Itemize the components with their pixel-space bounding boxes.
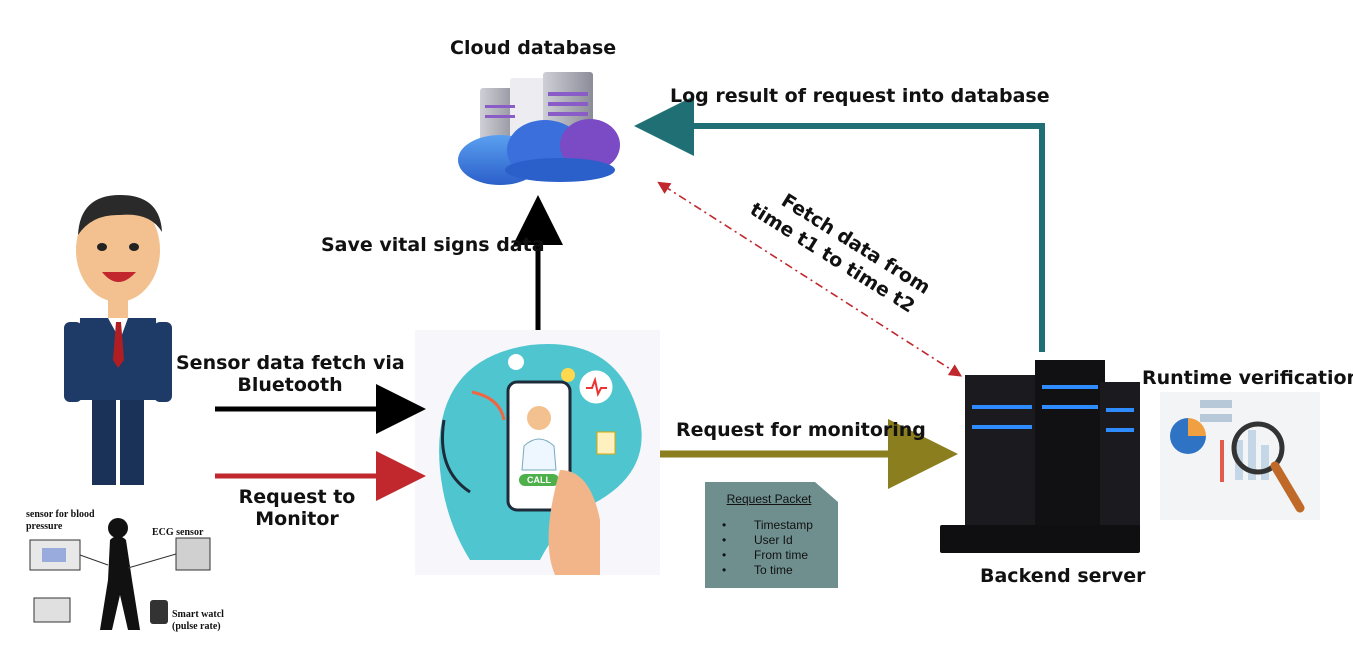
request-packet-box bbox=[705, 482, 838, 588]
call-button-label: CALL bbox=[527, 475, 551, 485]
smart-watch-label-line2: (pulse rate) bbox=[172, 621, 221, 632]
request-for-monitoring-label: Request for monitoring bbox=[676, 419, 926, 441]
cloud-database-label: Cloud database bbox=[450, 37, 617, 59]
backend-server-illustration bbox=[940, 360, 1140, 553]
packet-field: •User Id bbox=[722, 533, 793, 547]
doctor-app-illustration bbox=[415, 330, 660, 575]
packet-field: •Timestamp bbox=[722, 518, 813, 532]
cloud-database-icon bbox=[458, 72, 620, 185]
sensor-fetch-label-line1: Sensor data fetch via bbox=[176, 352, 405, 374]
packet-field: •To time bbox=[722, 563, 793, 577]
packet-field-to-time: To time bbox=[754, 563, 793, 577]
fetch-data-label: Fetch data from time t1 to time t2 bbox=[746, 190, 934, 318]
backend-server-label: Backend server bbox=[980, 565, 1146, 587]
save-vital-signs-label: Save vital signs data bbox=[321, 234, 545, 256]
arrow-fetch-data-bidirectional bbox=[657, 181, 963, 377]
request-packet-fields: •Timestamp •User Id •From time •To time bbox=[722, 518, 813, 578]
packet-field-timestamp: Timestamp bbox=[754, 518, 813, 532]
request-to-monitor-label: Request to Monitor bbox=[220, 486, 374, 530]
packet-field-from-time: From time bbox=[754, 548, 808, 562]
user-person-icon bbox=[64, 195, 172, 485]
body-sensors-illustration bbox=[29, 518, 211, 630]
request-to-monitor-label-line1: Request to bbox=[238, 486, 356, 508]
ecg-sensor-label: ECG sensor bbox=[152, 527, 204, 538]
bp-sensor-label: sensor for blood pressure bbox=[26, 509, 95, 532]
packet-field: •From time bbox=[722, 548, 808, 562]
request-to-monitor-label-line2: Monitor bbox=[255, 508, 339, 530]
runtime-verification-illustration bbox=[1160, 392, 1320, 520]
runtime-verification-label: Runtime verification bbox=[1142, 367, 1353, 389]
smart-watch-label: Smart watcl (pulse rate) bbox=[172, 609, 224, 633]
request-packet-title: Request Packet bbox=[726, 492, 812, 506]
sensor-fetch-label-line2: Bluetooth bbox=[237, 374, 343, 396]
packet-field-user-id: User Id bbox=[754, 533, 793, 547]
log-result-label: Log result of request into database bbox=[670, 85, 1050, 107]
smart-watch-label-line1: Smart watcl bbox=[172, 609, 224, 620]
sensor-fetch-label: Sensor data fetch via Bluetooth bbox=[176, 352, 405, 396]
arrow-log-result bbox=[634, 96, 1045, 352]
